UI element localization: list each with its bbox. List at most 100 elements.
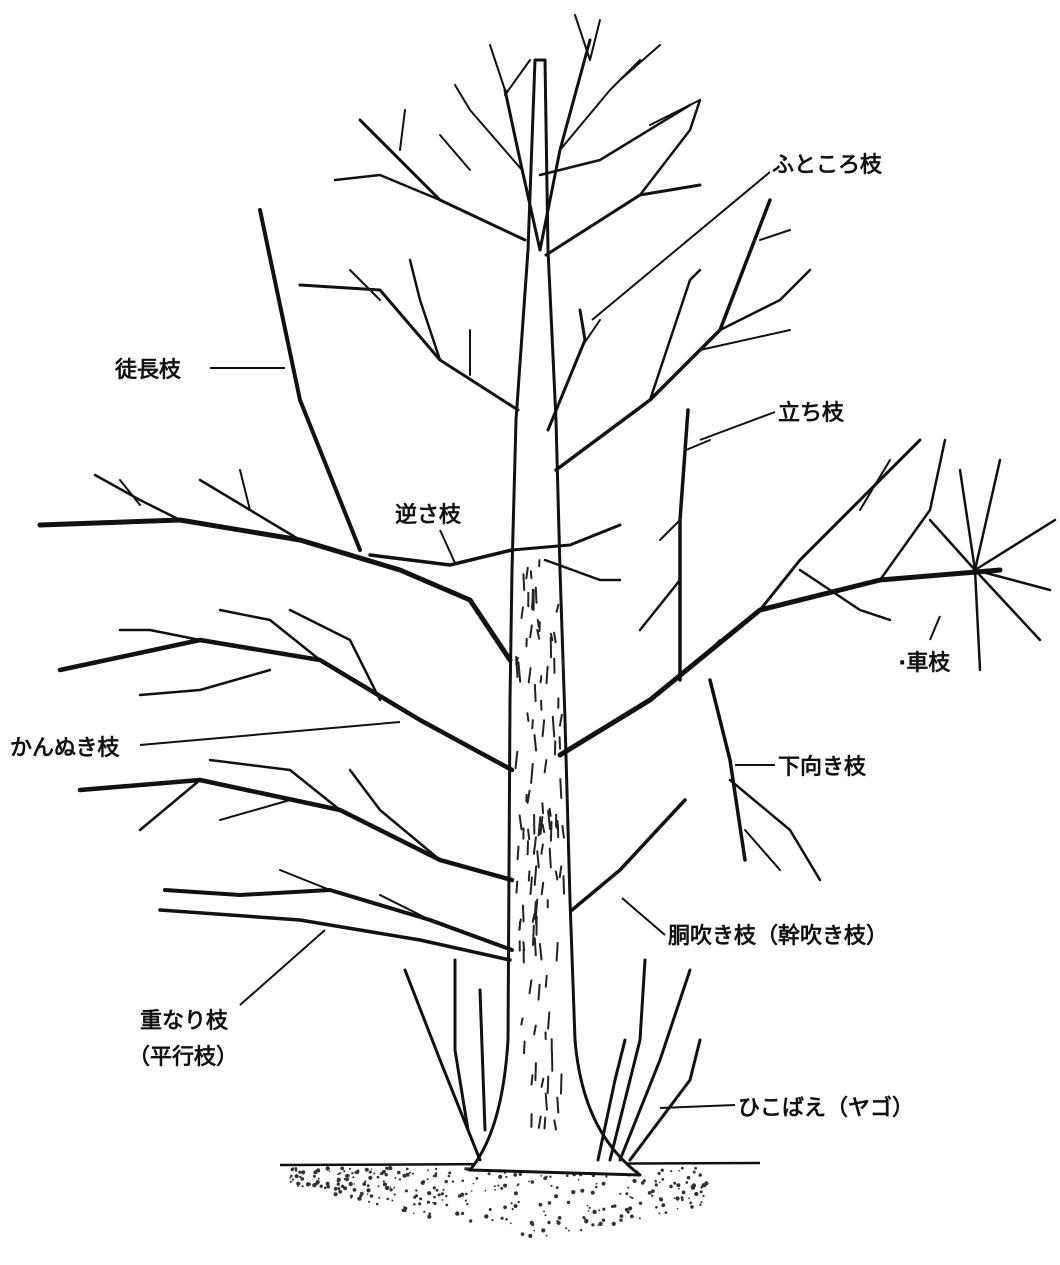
soil-speck	[592, 1210, 596, 1214]
soil-speck	[533, 1230, 535, 1232]
soil-speck	[674, 1197, 676, 1199]
soil-speck	[568, 1230, 570, 1232]
soil-speck	[659, 1182, 661, 1184]
bark-mark	[557, 1098, 558, 1113]
soil-speck	[587, 1205, 589, 1207]
bark-mark	[535, 1063, 536, 1080]
soil-speck	[545, 1214, 547, 1216]
soil-speck	[546, 1235, 548, 1237]
soil-speck	[466, 1203, 468, 1205]
bark-mark	[524, 1042, 525, 1054]
soil-speck	[547, 1221, 550, 1224]
soil-speck	[436, 1189, 439, 1192]
soil-speck	[670, 1170, 672, 1172]
bark-mark	[542, 803, 543, 813]
bark-mark	[532, 1075, 533, 1084]
soil-speck	[580, 1229, 582, 1231]
soil-speck	[349, 1182, 353, 1186]
soil-speck	[500, 1187, 503, 1190]
soil-speck	[567, 1201, 570, 1204]
twig	[410, 260, 440, 360]
soil-speck	[643, 1179, 646, 1182]
soil-speck	[376, 1203, 379, 1206]
soil-speck	[512, 1208, 514, 1210]
soil-speck	[308, 1183, 311, 1186]
soil-speck	[334, 1192, 338, 1196]
label-dobuki: 胴吹き枝（幹吹き枝）	[668, 923, 888, 949]
leader-tachi	[700, 412, 775, 440]
branch-lower-left	[80, 780, 512, 880]
bark-mark	[528, 830, 529, 840]
soil-speck	[629, 1196, 631, 1198]
bark-mark	[546, 1094, 547, 1110]
soil-speck	[514, 1204, 518, 1208]
soil-speck	[427, 1191, 431, 1195]
soil-speck	[445, 1204, 448, 1207]
bark-mark	[541, 676, 542, 682]
soil-speck	[443, 1189, 445, 1191]
soil-speck	[406, 1168, 409, 1171]
branch-kuruma	[975, 460, 1000, 570]
soil-speck	[602, 1219, 605, 1222]
twig	[140, 780, 200, 830]
soil-speck	[619, 1193, 621, 1195]
soil-speck	[405, 1189, 408, 1192]
soil-speck	[427, 1169, 429, 1171]
soil-speck	[503, 1184, 507, 1188]
soil-speck	[383, 1180, 385, 1182]
bark-mark	[535, 938, 536, 955]
bark-mark	[561, 1074, 562, 1093]
soil-speck	[519, 1173, 522, 1176]
soil-speck	[639, 1217, 641, 1219]
bark-mark	[557, 943, 558, 961]
soil-speck	[518, 1201, 520, 1203]
soil-speck	[591, 1223, 594, 1226]
soil-speck	[693, 1171, 696, 1174]
soil-speck	[682, 1191, 686, 1195]
ground	[280, 1163, 760, 1238]
twig	[640, 580, 680, 630]
soil-speck	[388, 1166, 392, 1170]
branch-hikobae	[620, 970, 690, 1160]
twig	[760, 440, 920, 610]
twig	[140, 670, 270, 695]
soil-speck	[565, 1227, 567, 1229]
soil-speck	[628, 1206, 632, 1210]
soil-speck	[368, 1176, 372, 1180]
soil-speck	[362, 1182, 366, 1186]
soil-speck	[511, 1202, 513, 1204]
soil-speck	[528, 1181, 530, 1183]
twig	[505, 60, 530, 95]
soil-speck	[427, 1201, 430, 1204]
soil-speck	[435, 1168, 437, 1170]
soil-speck	[299, 1176, 301, 1178]
soil-speck	[354, 1183, 356, 1185]
leader-kuruma	[930, 616, 940, 640]
soil-speck	[357, 1196, 361, 1200]
soil-speck	[367, 1184, 370, 1187]
soil-speck	[658, 1213, 660, 1215]
soil-speck	[602, 1182, 606, 1186]
soil-speck	[625, 1192, 628, 1195]
soil-speck	[344, 1178, 346, 1180]
soil-speck	[386, 1198, 389, 1201]
soil-speck	[627, 1187, 629, 1189]
soil-speck	[489, 1208, 492, 1211]
soil-speck	[503, 1205, 507, 1209]
label-kasanari-line1: 重なり枝	[140, 1009, 229, 1034]
soil-speck	[596, 1183, 598, 1185]
soil-speck	[343, 1170, 345, 1172]
soil-speck	[428, 1212, 431, 1215]
bark-mark	[535, 685, 536, 701]
soil-speck	[380, 1172, 383, 1175]
labels: ふところ枝 徒長枝 立ち枝 逆さ枝 ·車枝 かんぬき枝 下向き枝 胴吹き枝（幹吹…	[10, 153, 951, 1121]
soil-speck	[394, 1177, 396, 1179]
soil-speck	[445, 1180, 448, 1183]
soil-speck	[432, 1202, 434, 1204]
leader-kannuki	[140, 722, 400, 745]
leader-sakasa	[440, 530, 455, 563]
twig	[350, 770, 440, 860]
branch-kasanari-upper	[165, 890, 512, 950]
soil-speck	[378, 1197, 380, 1199]
